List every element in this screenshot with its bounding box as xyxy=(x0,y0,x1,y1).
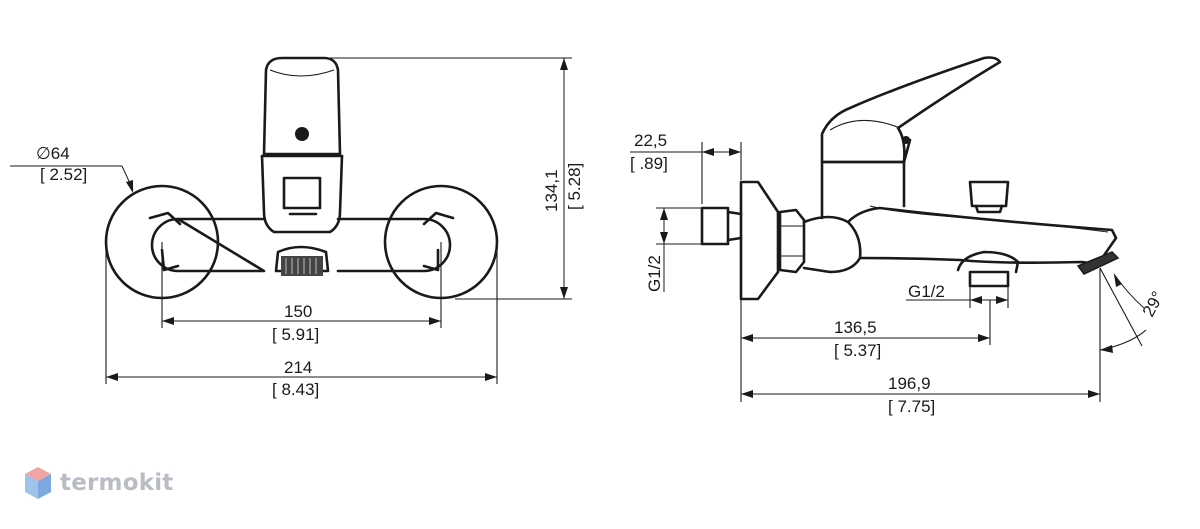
brand-name: termokit xyxy=(60,470,174,496)
angle-label: 29° xyxy=(1139,288,1168,320)
width-mm-label: 214 xyxy=(284,358,312,377)
diverter-knob xyxy=(968,180,1010,208)
handle xyxy=(262,56,342,156)
brand-logo: termokit xyxy=(24,466,173,500)
width-in-label: [ 8.43] xyxy=(272,380,319,399)
right-nut-lower xyxy=(422,248,440,272)
flange-in-label: [ .89] xyxy=(630,154,668,173)
depth-in-label: [ 7.75] xyxy=(888,397,935,416)
centers-in-label: [ 5.91] xyxy=(272,325,319,344)
indicator-window xyxy=(282,176,322,210)
front-dimensions: ∅64 [ 2.52] 134,1 [ 5.28] 150 [ 5.91] 21… xyxy=(10,57,584,399)
side-hex-nut xyxy=(778,208,806,274)
wall-flange xyxy=(739,180,780,301)
central-column xyxy=(260,154,344,234)
termokit-logo-icon xyxy=(25,467,51,499)
spout-tip xyxy=(1076,251,1120,275)
aerator xyxy=(281,256,323,276)
inlet-connector xyxy=(700,206,730,246)
side-dimensions: 22,5 [ .89] G1/2 G1/2 136,5 [ 5.37] 196,… xyxy=(630,131,1168,416)
centers-mm-label: 150 xyxy=(284,302,312,321)
front-outlet xyxy=(274,245,330,273)
mixer-body xyxy=(150,217,452,273)
outlet-pos-mm-label: 136,5 xyxy=(834,318,877,337)
side-view xyxy=(700,56,1120,301)
outlet-pos-in-label: [ 5.37] xyxy=(834,341,881,360)
front-view xyxy=(104,56,499,328)
diameter-mm-label: ∅64 xyxy=(36,144,70,163)
left-nut-lower xyxy=(160,248,180,272)
side-body xyxy=(802,215,862,274)
inlet-thread-label: G1/2 xyxy=(645,255,664,292)
handle-button xyxy=(295,127,309,141)
outlet-thread-label: G1/2 xyxy=(908,282,945,301)
lower-outlet xyxy=(956,250,1020,274)
diameter-in-label: [ 2.52] xyxy=(40,165,87,184)
spout xyxy=(846,206,1118,266)
flange-mm-label: 22,5 xyxy=(634,131,667,150)
side-lever xyxy=(820,56,1002,164)
height-mm-label: 134,1 xyxy=(542,169,561,212)
height-in-label: [ 5.28] xyxy=(565,163,584,210)
depth-mm-label: 196,9 xyxy=(888,374,931,393)
